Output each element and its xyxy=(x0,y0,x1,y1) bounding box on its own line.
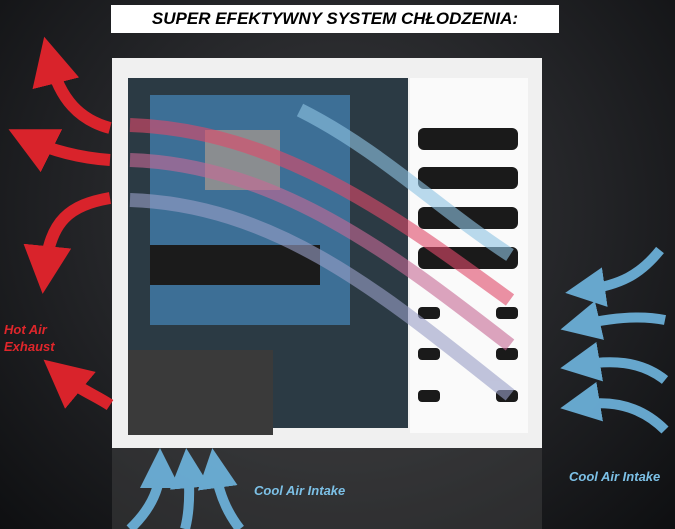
exhaust-arrow xyxy=(23,192,112,294)
intake-arrow xyxy=(169,448,210,529)
cool-air-intake-right-label: Cool Air Intake xyxy=(569,469,661,484)
cool-air-arrows xyxy=(126,246,669,529)
exhaust-arrow xyxy=(8,129,111,173)
internal-airflow xyxy=(129,103,515,401)
power-supply xyxy=(128,350,273,435)
graphics-card xyxy=(150,245,320,285)
hot-air-line2: Exhaust xyxy=(4,339,55,354)
intake-arrow xyxy=(560,300,666,340)
intake-arrow xyxy=(560,381,669,434)
exhaust-arrow xyxy=(32,36,112,134)
hot-air-exhaust-label: Hot Air Exhaust xyxy=(4,321,55,355)
intake-arrow xyxy=(126,448,180,529)
intake-arrow xyxy=(560,341,669,385)
exhaust-arrow xyxy=(43,359,114,411)
hot-air-line1: Hot Air xyxy=(4,322,47,337)
page-title: SUPER EFEKTYWNY SYSTEM CHŁODZENIA: xyxy=(111,5,559,33)
hot-air-arrows xyxy=(8,36,114,411)
intake-arrow xyxy=(565,246,664,307)
cool-air-intake-bottom-label: Cool Air Intake xyxy=(254,483,346,498)
intake-arrow xyxy=(197,448,244,529)
